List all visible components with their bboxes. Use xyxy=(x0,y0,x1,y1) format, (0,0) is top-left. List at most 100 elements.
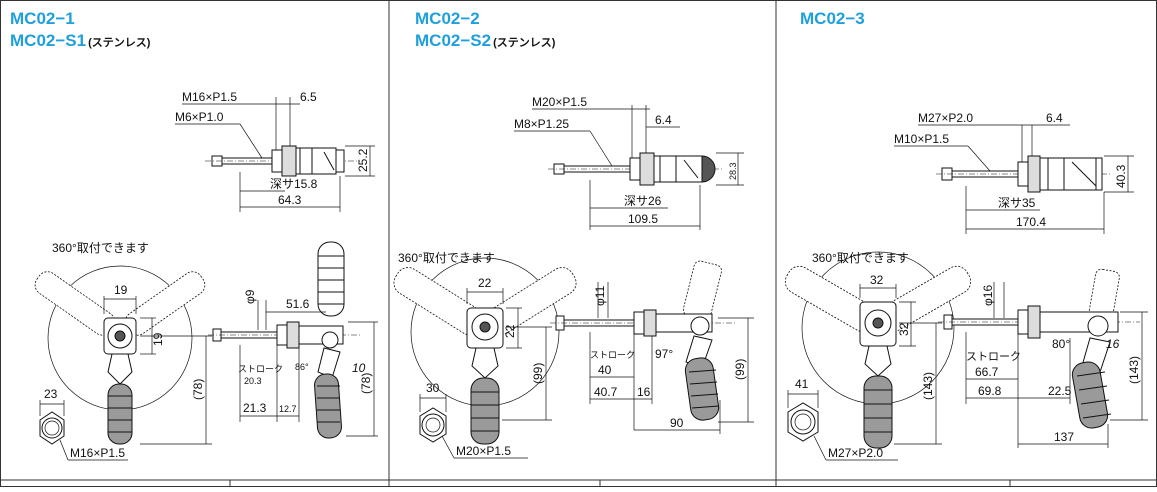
mount-note: 360°取付できます xyxy=(52,241,149,255)
diameter-dim: φ16 xyxy=(981,285,995,306)
offset-dim: 16 xyxy=(1106,337,1120,351)
hex-view: 41 M27×P2.0 xyxy=(787,377,898,461)
handle-height-dim: 19 xyxy=(151,332,165,346)
angle-label: 97° xyxy=(655,347,673,361)
thread-outer-label: M16×P1.5 xyxy=(182,90,237,104)
flange xyxy=(281,145,297,177)
dim-a: 69.8 xyxy=(978,384,1002,398)
handle-width-dim: 22 xyxy=(478,276,492,290)
dim-total: 90 xyxy=(670,416,684,430)
hex-view: 23 M16×P1.5 xyxy=(39,387,128,461)
diameter-dim: φ11 xyxy=(593,285,607,306)
handle-width-dim: 32 xyxy=(870,273,884,287)
flats-dim: 41 xyxy=(795,377,809,391)
dim-b: 12.7 xyxy=(279,404,297,414)
overall-dim: (78) xyxy=(191,379,205,400)
flats-dim: 30 xyxy=(426,381,440,395)
dim-a: 21.3 xyxy=(243,401,267,415)
handle-view: 22 22 (99) xyxy=(393,257,577,445)
link xyxy=(107,353,133,385)
panel-subtitle: MC02−S2(ステンレス) xyxy=(415,31,556,50)
ghost-handle-left xyxy=(34,271,116,336)
dim-a: 40.7 xyxy=(594,385,618,399)
height-dim: 28.3 xyxy=(728,162,738,180)
side-view: φ9 51.6 ストローク 20.3 86° 10 (78) 21.3 12.7 xyxy=(208,241,378,439)
body xyxy=(653,155,703,183)
handle-height-dim: 32 xyxy=(897,322,911,336)
panel-mc02-2: MC02−2 MC02−S2(ステンレス) M20×P1.5 6.4 M8×P1… xyxy=(393,9,754,459)
flange-dim: 6.4 xyxy=(1046,111,1063,125)
handle-view: 32 32 (143) xyxy=(784,251,972,449)
reach-dim: 51.6 xyxy=(286,297,310,311)
side-grip xyxy=(684,357,720,421)
flats-dim: 23 xyxy=(44,387,58,401)
side-overall-dim: (99) xyxy=(733,359,747,380)
dim-b: 16 xyxy=(637,385,651,399)
overall-dim: (99) xyxy=(531,363,545,384)
handle-view: 19 19 (78) xyxy=(34,265,212,445)
body xyxy=(295,147,337,175)
panel-title: MC02−2 xyxy=(415,9,480,28)
flange-dim: 6.4 xyxy=(655,113,672,127)
side-view: φ11 ストローク 40 97° (99) 40.7 16 90 xyxy=(550,260,754,434)
thread-label: M16×P1.5 xyxy=(70,446,125,460)
diameter-dim: φ9 xyxy=(243,289,257,304)
stroke-label: ストローク xyxy=(590,350,635,360)
flange-dim: 6.5 xyxy=(300,90,317,104)
dim-total: 137 xyxy=(1054,430,1074,444)
depth-dim: 深サ15.8 xyxy=(270,177,318,191)
thread-inner-label: M10×P1.5 xyxy=(894,132,949,146)
panel-title: MC02−1 xyxy=(10,9,75,28)
thread-inner-label: M8×P1.25 xyxy=(514,117,569,131)
height-dim: 40.3 xyxy=(1114,164,1128,188)
hex-view: 30 M20×P1.5 xyxy=(419,381,528,459)
ghost-upright-grip xyxy=(682,260,722,320)
angle-label: 86° xyxy=(295,362,309,372)
end-cap xyxy=(335,149,345,173)
length-dim: 170.4 xyxy=(1016,215,1046,229)
side-grip xyxy=(1071,361,1109,429)
thread-outer-label: M20×P1.5 xyxy=(532,95,587,109)
thread-label: M27×P2.0 xyxy=(828,446,883,460)
dim-b: 22.5 xyxy=(1048,384,1072,398)
panel-mc02-3: MC02−3 M27×P2.0 6.4 M10×P1.5 40.3 深サ35 xyxy=(784,9,1148,461)
thread-outer-label: M27×P2.0 xyxy=(918,111,973,125)
side-grip xyxy=(314,373,342,439)
stroke-label: ストローク xyxy=(966,350,1021,363)
stroke-label: ストローク xyxy=(238,364,283,374)
mount-note: 360°取付できます xyxy=(812,251,909,265)
body xyxy=(1039,157,1103,191)
length-dim: 109.5 xyxy=(628,212,658,226)
panel-subtitle: MC02−S1(ステンレス) xyxy=(10,31,151,50)
mount-note: 360°取付できます xyxy=(398,251,495,265)
length-dim: 64.3 xyxy=(278,193,302,207)
stroke-value: 20.3 xyxy=(244,376,262,386)
handle-grip xyxy=(470,377,500,445)
panel-title: MC02−3 xyxy=(800,9,865,28)
height-dim: 25.2 xyxy=(356,148,370,172)
overall-dim: (143) xyxy=(921,372,935,400)
hex-nut xyxy=(271,149,283,173)
offset-dim: 10 xyxy=(352,361,366,375)
depth-dim: 深サ26 xyxy=(624,194,662,208)
top-view: M20×P1.5 6.4 M8×P1.25 28.3 深サ26 109.5 xyxy=(514,95,744,230)
panel-mc02-1: MC02−1 MC02−S1(ステンレス) M16×P1.5 6.5 M6×P1… xyxy=(10,9,378,461)
thread-label: M20×P1.5 xyxy=(456,444,511,458)
thread-inner-label: M6×P1.0 xyxy=(175,110,224,124)
handle-height-dim: 22 xyxy=(503,324,517,338)
handle-grip xyxy=(863,375,893,449)
side-overall-dim: (143) xyxy=(1127,356,1141,384)
handle-grip xyxy=(107,383,133,445)
depth-dim: 深サ35 xyxy=(998,196,1036,210)
ghost-handle-right xyxy=(124,271,206,336)
angle-label: 80° xyxy=(1052,337,1070,351)
top-view: M16×P1.5 6.5 M6×P1.0 25.2 深サ15.8 64.3 xyxy=(175,90,375,212)
top-view: M27×P2.0 6.4 M10×P1.5 40.3 深サ35 170.4 xyxy=(894,111,1134,234)
side-view: φ16 ストローク 66.7 80° 16 (143) 69.8 22.5 13… xyxy=(938,268,1148,448)
stroke-value: 66.7 xyxy=(975,365,999,379)
side-overall-dim: (78) xyxy=(359,373,373,394)
stroke-value: 40 xyxy=(598,363,612,377)
